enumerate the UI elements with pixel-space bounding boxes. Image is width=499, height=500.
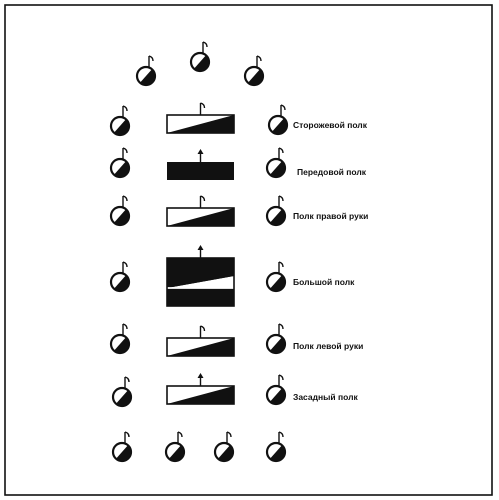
unit-circle-flag-icon	[265, 147, 287, 179]
regiment-rows: Сторожевой полк Передовой полк Полк прав…	[109, 102, 368, 408]
regiment-row-peredovoy: Передовой полк	[109, 147, 367, 180]
bottom-units	[111, 431, 287, 463]
regiment-row-storozhevoy: Сторожевой полк	[109, 102, 368, 137]
regiment-row-levoy-ruki: Полк левой руки	[109, 323, 363, 357]
direction-arrow-icon	[197, 373, 204, 386]
direction-arrow-icon	[197, 245, 204, 258]
diagram-frame	[4, 4, 493, 496]
direction-arrow-icon	[199, 102, 206, 115]
regiment-block-icon	[167, 149, 234, 180]
regiment-label: Сторожевой полк	[293, 120, 368, 130]
regiment-label: Засадный полк	[293, 392, 359, 402]
direction-arrow-icon	[199, 325, 206, 338]
regiment-label: Передовой полк	[297, 167, 367, 177]
unit-circle-flag-icon	[213, 431, 235, 463]
regiment-block-icon	[166, 373, 235, 405]
unit-circle-flag-icon	[265, 195, 287, 227]
unit-circle-flag-icon	[135, 55, 157, 87]
regiment-block-icon	[166, 195, 235, 227]
unit-circle-flag-icon	[265, 374, 287, 406]
unit-circle-flag-icon	[109, 105, 131, 137]
regiment-label: Полк правой руки	[293, 211, 368, 221]
unit-circle-flag-icon	[111, 376, 133, 408]
regiment-block-icon	[166, 102, 235, 134]
regiment-block-icon	[166, 325, 235, 357]
unit-circle-flag-icon	[111, 431, 133, 463]
unit-circle-flag-icon	[109, 323, 131, 355]
regiment-label: Полк левой руки	[293, 341, 363, 351]
regiment-block-icon	[166, 245, 235, 307]
unit-circle-flag-icon	[265, 431, 287, 463]
unit-circle-flag-icon	[109, 147, 131, 179]
unit-circle-flag-icon	[243, 55, 265, 87]
unit-circle-flag-icon	[164, 431, 186, 463]
unit-circle-flag-icon	[265, 323, 287, 355]
unit-circle-flag-icon	[109, 195, 131, 227]
unit-circle-flag-icon	[267, 104, 289, 136]
direction-arrow-icon	[197, 149, 204, 162]
regiment-row-pravoy-ruki: Полк правой руки	[109, 195, 368, 227]
direction-arrow-icon	[199, 195, 206, 208]
unit-circle-flag-icon	[265, 261, 287, 293]
unit-circle-flag-icon	[189, 41, 211, 73]
regiment-row-zasadny: Засадный полк	[111, 373, 359, 408]
regiment-label: Большой полк	[293, 277, 355, 287]
regiment-row-bolshoy: Большой полк	[109, 245, 355, 307]
top-units	[135, 41, 265, 87]
unit-circle-flag-icon	[109, 261, 131, 293]
